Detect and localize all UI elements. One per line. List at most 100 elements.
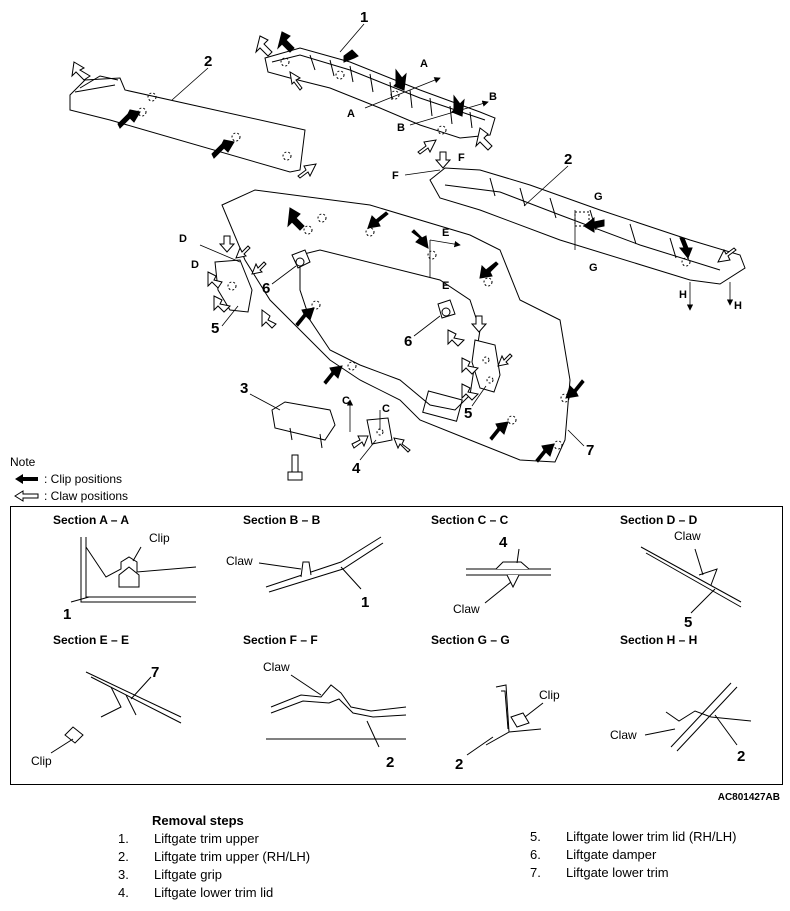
clip-arrow-icon <box>287 207 305 231</box>
section-b-label-1: 1 <box>361 594 369 611</box>
step-label: Liftgate damper <box>566 847 657 862</box>
step-label: Liftgate trim upper (RH/LH) <box>154 849 311 864</box>
clip-arrow-icon <box>565 379 585 399</box>
claw-position-arrows <box>71 35 737 453</box>
section-mark-c: C <box>382 403 390 415</box>
removal-step: 3.Liftgate grip <box>118 867 222 882</box>
removal-steps-title: Removal steps <box>152 813 244 828</box>
removal-step: 4.Liftgate lower trim lid <box>118 885 273 900</box>
clip-position-arrows <box>117 31 693 463</box>
section-d-drawing <box>640 546 742 614</box>
step-label: Liftgate lower trim lid <box>154 885 274 900</box>
claw-arrow-icon <box>434 151 452 169</box>
clip-arrow-icon <box>583 216 605 233</box>
legend-claw-label: : Claw positions <box>44 489 129 503</box>
clip-arrow-icon <box>393 68 407 91</box>
claw-arrow-icon <box>475 127 493 151</box>
part-4-lower-trim-lid <box>366 417 393 445</box>
claw-arrow-icon <box>251 261 267 275</box>
section-c-label-claw: Claw <box>453 602 480 616</box>
callout-1: 1 <box>360 9 368 26</box>
claw-arrow-icon <box>393 437 411 453</box>
claw-arrow-icon <box>351 435 369 449</box>
claw-arrow-icon <box>71 61 91 81</box>
legend-clip: : Clip positions <box>14 472 122 486</box>
section-title-e: Section E – E <box>53 633 130 647</box>
section-title-f: Section F – F <box>243 633 318 647</box>
step-label: Liftgate lower trim lid (RH/LH) <box>566 829 737 844</box>
callout-2-left: 2 <box>204 53 212 70</box>
section-mark-h: H <box>734 300 742 312</box>
section-h-drawing <box>644 682 752 752</box>
removal-step: 5. Liftgate lower trim lid (RH/LH) <box>530 829 737 844</box>
step-number: 2. <box>118 849 129 864</box>
clip-arrow-icon <box>343 49 359 63</box>
section-mark-f: F <box>458 152 465 164</box>
claw-arrow-icon <box>289 71 303 91</box>
claw-arrow-icon <box>297 163 317 179</box>
claw-arrow-icon <box>14 490 39 502</box>
section-a-drawing <box>70 537 197 603</box>
callout-6-right: 6 <box>404 333 412 350</box>
section-g-label-clip: Clip <box>539 688 560 702</box>
part-6-liftgate-damper <box>291 249 456 319</box>
removal-step: 7.Liftgate lower trim <box>530 865 669 880</box>
part-1-liftgate-trim-upper <box>264 47 496 139</box>
clip-arrow-icon <box>117 109 141 129</box>
section-mark-h: H <box>679 289 687 301</box>
section-mark-e: E <box>442 280 449 292</box>
claw-arrow-icon <box>497 353 513 367</box>
clip-arrow-icon <box>489 421 509 441</box>
section-mark-g: G <box>594 191 603 203</box>
clip-arrow-icon <box>535 443 555 463</box>
section-e-label-clip: Clip <box>31 754 52 768</box>
section-a-label-1: 1 <box>63 606 71 623</box>
section-mark-f: F <box>392 170 399 182</box>
part-2-liftgate-trim-upper-left <box>69 75 306 173</box>
claw-arrow-icon <box>255 35 273 57</box>
clip-arrow-icon <box>323 365 343 385</box>
callouts: 1 2 2 3 4 5 5 6 6 7 <box>171 9 594 477</box>
claw-arrow-icon <box>235 245 251 259</box>
section-title-b: Section B – B <box>243 513 321 527</box>
clip-arrow-icon <box>295 307 315 327</box>
claw-arrow-icon <box>207 271 223 289</box>
legend-claw: : Claw positions <box>14 489 128 503</box>
callout-4: 4 <box>352 460 361 477</box>
section-mark-e: E <box>442 227 449 239</box>
section-g-drawing <box>466 684 544 756</box>
legend-clip-label: : Clip positions <box>44 472 123 486</box>
section-title-d: Section D – D <box>620 513 698 527</box>
step-number: 3. <box>118 867 129 882</box>
callout-5-left: 5 <box>211 320 219 337</box>
clip-arrow-icon <box>678 237 693 259</box>
clip-arrow-icon <box>367 211 389 229</box>
step-label: Liftgate trim upper <box>154 831 259 846</box>
part-3-liftgate-grip <box>271 401 336 481</box>
section-e-drawing <box>50 671 182 754</box>
callout-6-left: 6 <box>262 280 270 297</box>
section-mark-a: A <box>347 108 355 120</box>
removal-step: 1.Liftgate trim upper <box>118 831 259 846</box>
step-number: 7. <box>530 865 541 880</box>
clip-arrow-icon <box>479 261 499 279</box>
section-c-drawing <box>466 548 551 604</box>
claw-arrow-icon <box>261 309 277 329</box>
exploded-view-diagram: 1 2 2 3 4 5 5 6 6 7 A A B B C C D D E E … <box>69 9 746 481</box>
claw-arrow-icon <box>213 295 232 313</box>
section-mark-a: A <box>420 58 428 70</box>
section-d-label-claw: Claw <box>674 529 701 543</box>
section-drawings: Clip 1 Claw 1 4 Claw Claw 5 7 Clip Claw … <box>31 529 752 773</box>
callout-2-right: 2 <box>564 151 572 168</box>
section-f-label-claw: Claw <box>263 660 290 674</box>
step-number: 6. <box>530 847 541 862</box>
step-number: 5. <box>530 829 541 844</box>
section-mark-g: G <box>589 262 598 274</box>
claw-arrow-icon <box>461 357 480 375</box>
section-mark-b: B <box>489 91 497 103</box>
section-mark-b: B <box>397 122 405 134</box>
clip-arrow-icon <box>15 474 38 484</box>
callout-3: 3 <box>240 380 248 397</box>
claw-arrow-icon <box>717 247 737 263</box>
clip-arrow-icon <box>211 139 235 159</box>
